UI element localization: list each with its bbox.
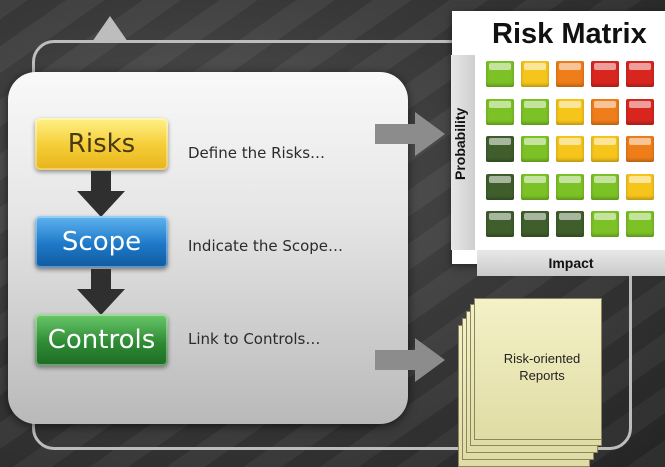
reports-label: Risk-oriented Reports <box>483 350 601 384</box>
right-arrow-icon <box>375 338 445 382</box>
loop-up-arrow-icon <box>92 16 128 42</box>
impact-label: Impact <box>548 255 594 271</box>
matrix-cell-yellow <box>591 136 619 162</box>
matrix-cell-green <box>521 136 549 162</box>
matrix-cell-red <box>626 61 654 87</box>
controls-step[interactable]: Controls <box>35 314 168 366</box>
controls-description: Link to Controls… <box>188 330 321 348</box>
matrix-cell-yellow <box>626 174 654 200</box>
matrix-cell-yellow <box>556 136 584 162</box>
process-panel: Risks Scope Controls Define the Risks… I… <box>8 72 408 424</box>
scope-step-label: Scope <box>61 227 142 257</box>
matrix-cell-orange <box>626 136 654 162</box>
matrix-cell-darkgreen <box>486 136 514 162</box>
matrix-cell-darkgreen <box>486 174 514 200</box>
matrix-cell-yellow <box>521 61 549 87</box>
matrix-cell-darkgreen <box>486 211 514 237</box>
matrix-cell-orange <box>591 99 619 125</box>
risks-step[interactable]: Risks <box>35 118 168 170</box>
controls-step-label: Controls <box>47 325 156 355</box>
matrix-cell-darkgreen <box>521 211 549 237</box>
matrix-cell-green <box>591 211 619 237</box>
matrix-cell-red <box>591 61 619 87</box>
reports-label-line1: Risk-oriented <box>503 351 581 366</box>
impact-axis: Impact <box>477 250 665 276</box>
reports-label-line2: Reports <box>519 368 565 383</box>
right-arrow-icon <box>375 112 445 156</box>
risk-matrix-title: Risk Matrix <box>492 18 647 50</box>
down-arrow-icon <box>77 269 125 315</box>
matrix-cell-green <box>626 211 654 237</box>
scope-step[interactable]: Scope <box>35 216 168 268</box>
matrix-cell-green <box>591 174 619 200</box>
report-sheet-front[interactable] <box>474 298 602 440</box>
matrix-cell-green <box>521 174 549 200</box>
scope-description: Indicate the Scope… <box>188 237 344 255</box>
matrix-cell-yellow <box>556 99 584 125</box>
matrix-cell-green <box>486 61 514 87</box>
matrix-cell-green <box>521 99 549 125</box>
matrix-cell-green <box>556 174 584 200</box>
matrix-cell-darkgreen <box>556 211 584 237</box>
matrix-cell-orange <box>556 61 584 87</box>
matrix-cell-red <box>626 99 654 125</box>
matrix-cell-green <box>486 99 514 125</box>
probability-label-text: Probability <box>452 107 468 180</box>
risks-step-label: Risks <box>67 129 136 159</box>
risks-description: Define the Risks… <box>188 144 326 162</box>
probability-axis <box>451 55 475 250</box>
down-arrow-icon <box>77 171 125 217</box>
